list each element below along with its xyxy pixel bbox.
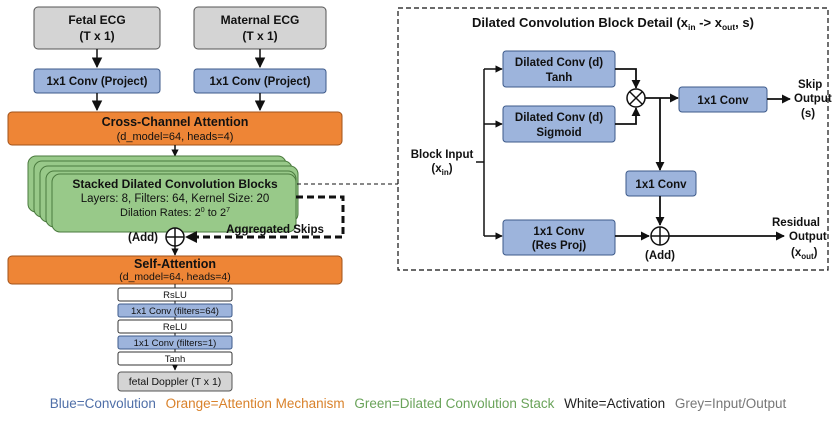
maternal-ecg-label: Maternal ECG (221, 13, 300, 27)
arrow-tanh-to-multiply (615, 68, 641, 89)
res-proj-conv: 1x1 Conv (Res Proj) (502, 219, 616, 256)
svg-text:Self-Attention: Self-Attention (134, 257, 216, 271)
legend-white: White=Activation (564, 396, 666, 411)
project-conv-right: 1x1 Conv (Project) (193, 68, 327, 94)
legend-grey: Grey=Input/Output (674, 396, 787, 411)
aggregated-skips-arrowhead (185, 231, 197, 243)
svg-text:Dilated Conv (d): Dilated Conv (d) (515, 57, 603, 69)
svg-text:Sigmoid: Sigmoid (536, 127, 581, 139)
project-conv-left: 1x1 Conv (Project) (33, 68, 161, 94)
svg-text:(d_model=64, heads=4): (d_model=64, heads=4) (117, 131, 234, 143)
stack-dilation: Dilation Rates: 20 to 27 (120, 207, 230, 219)
multiply-node (626, 88, 646, 108)
svg-text:ReLU: ReLU (163, 322, 187, 333)
skip-conv: 1x1 Conv (678, 86, 768, 113)
head-rslu: RsLU (117, 287, 233, 302)
svg-text:1x1 Conv (filters=64): 1x1 Conv (filters=64) (131, 306, 219, 317)
dilated-conv-sigmoid: Dilated Conv (d) Sigmoid (502, 105, 616, 143)
stack-params: Layers: 8, Filters: 64, Kernel Size: 20 (81, 193, 270, 205)
svg-text:Tanh: Tanh (165, 354, 186, 365)
skip-output-line3: (s) (801, 108, 815, 120)
svg-text:1x1 Conv (filters=1): 1x1 Conv (filters=1) (134, 338, 217, 349)
head-conv-1: 1x1 Conv (filters=1) (117, 335, 233, 350)
detail-panel (397, 7, 829, 271)
svg-text:Cross-Channel Attention: Cross-Channel Attention (102, 115, 249, 129)
fetal-ecg-input: Fetal ECG (T x 1) (33, 6, 161, 50)
legend: Blue=Convolution Orange=Attention Mechan… (0, 396, 836, 411)
residual-output-line3: (xout) (791, 247, 818, 261)
fetal-ecg-label: Fetal ECG (68, 13, 125, 27)
skip-output-line2: Output (794, 93, 832, 105)
svg-text:(d_model=64, heads=4): (d_model=64, heads=4) (119, 271, 231, 283)
svg-text:1x1 Conv (Project): 1x1 Conv (Project) (47, 76, 148, 88)
svg-text:1x1 Conv: 1x1 Conv (635, 179, 687, 191)
residual-output-line1: Residual (772, 217, 820, 229)
left-add-label: (Add) (128, 232, 158, 244)
stacked-dilated-blocks: Stacked Dilated Convolution Blocks Layer… (27, 155, 299, 233)
head-relu: ReLU (117, 319, 233, 334)
right-add-node (650, 226, 670, 246)
maternal-ecg-input: Maternal ECG (T x 1) (193, 6, 327, 50)
block-input-var: (xin) (431, 163, 452, 177)
svg-text:(Res Proj): (Res Proj) (532, 240, 586, 252)
legend-orange: Orange=Attention Mechanism (165, 396, 345, 411)
svg-text:1x1 Conv (Project): 1x1 Conv (Project) (210, 76, 311, 88)
block-input-label: Block Input (411, 149, 474, 161)
self-attention: Self-Attention (d_model=64, heads=4) (7, 255, 343, 285)
aggregated-skips-label: Aggregated Skips (226, 224, 324, 236)
stack-title: Stacked Dilated Convolution Blocks (72, 177, 278, 191)
aggregated-skips-path (190, 195, 345, 239)
residual-output-line2: Output (789, 231, 827, 243)
legend-blue: Blue=Convolution (49, 396, 156, 411)
cross-channel-attention: Cross-Channel Attention (d_model=64, hea… (7, 111, 343, 146)
detail-title: Dilated Convolution Block Detail (xin ->… (472, 15, 754, 32)
right-add-label: (Add) (645, 250, 675, 262)
head-tanh: Tanh (117, 351, 233, 366)
dilated-conv-tanh: Dilated Conv (d) Tanh (502, 50, 616, 88)
svg-text:1x1 Conv: 1x1 Conv (697, 95, 749, 107)
head-conv-64: 1x1 Conv (filters=64) (117, 303, 233, 318)
svg-text:fetal Doppler (T x 1): fetal Doppler (T x 1) (129, 376, 222, 388)
arrow-sigmoid-to-multiply (615, 107, 641, 125)
svg-text:RsLU: RsLU (163, 290, 187, 301)
fetal-ecg-shape: (T x 1) (79, 29, 114, 43)
mid-conv: 1x1 Conv (625, 170, 697, 197)
svg-text:Tanh: Tanh (546, 72, 573, 84)
fetal-doppler-output: fetal Doppler (T x 1) (117, 371, 233, 392)
architecture-diagram: Fetal ECG (T x 1) Maternal ECG (T x 1) 1… (7, 6, 832, 392)
left-add-node (165, 227, 185, 247)
svg-text:1x1 Conv: 1x1 Conv (533, 226, 585, 238)
svg-text:Dilated Conv (d): Dilated Conv (d) (515, 112, 603, 124)
legend-green: Green=Dilated Convolution Stack (354, 396, 555, 411)
maternal-ecg-shape: (T x 1) (242, 29, 277, 43)
skip-output-line1: Skip (798, 79, 822, 91)
